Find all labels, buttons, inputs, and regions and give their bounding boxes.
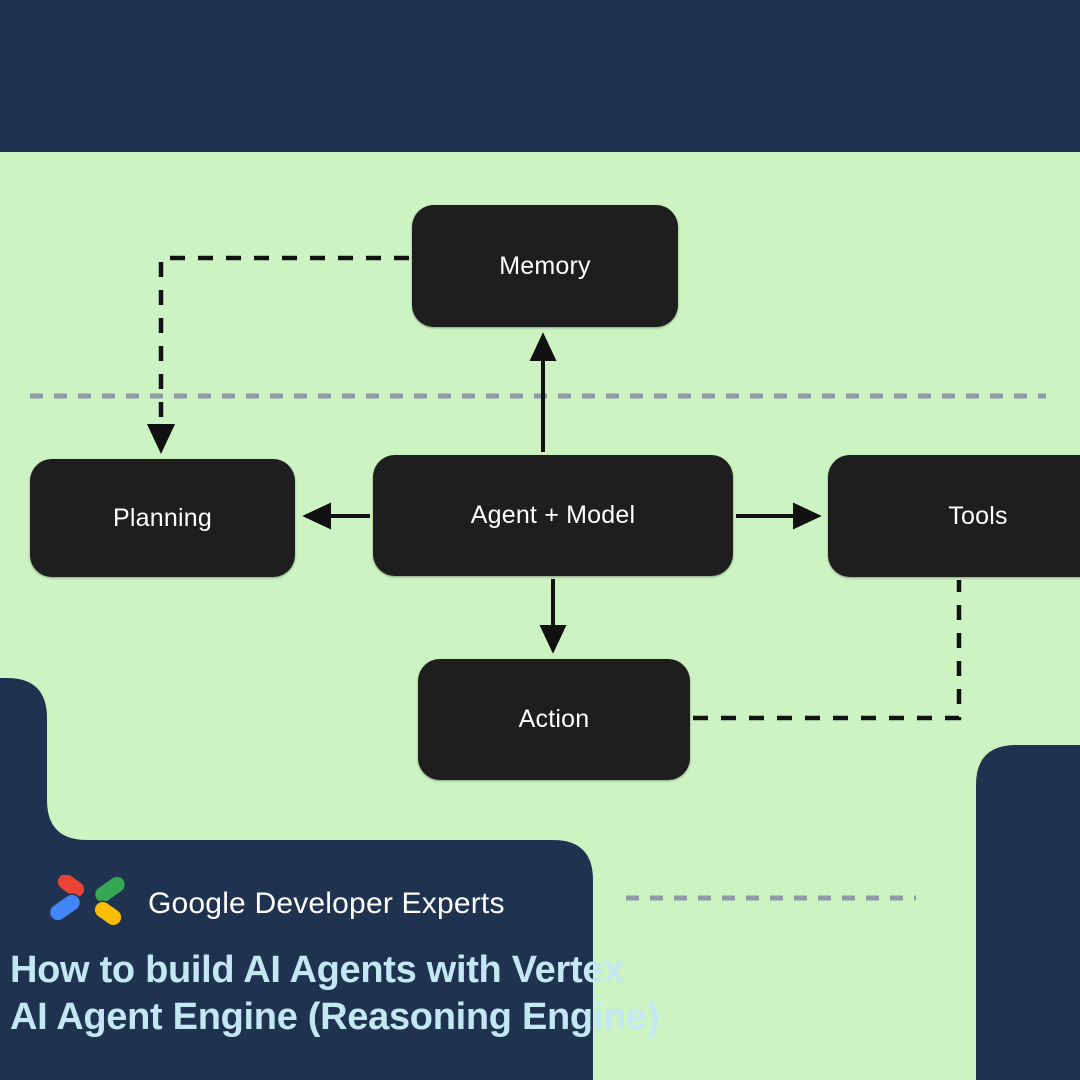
node-planning-label: Planning	[113, 503, 212, 532]
node-memory[interactable]: Memory	[412, 205, 678, 327]
gde-brand-label: Google Developer Experts	[148, 887, 505, 920]
node-action[interactable]: Action	[418, 659, 690, 780]
headline-line-1: How to build AI Agents with Vertex	[10, 949, 625, 991]
edge-action-to-tools	[693, 580, 962, 721]
headline-line-2: AI Agent Engine (Reasoning Engine)	[10, 995, 660, 1038]
node-agent-model-label: Agent + Model	[470, 501, 636, 529]
node-agent-model[interactable]: Agent + Model	[373, 455, 733, 576]
google-developer-experts-logo	[48, 875, 127, 927]
node-action-label: Action	[518, 705, 590, 733]
node-planning[interactable]: Planning	[30, 459, 295, 577]
edge-memory-to-planning	[146, 255, 409, 454]
node-tools[interactable]: Tools	[828, 455, 1080, 577]
headline: How to build AI Agents with Vertex AI Ag…	[10, 947, 670, 1040]
gde-brand-row: Google Developer Experts	[46, 875, 505, 933]
node-memory-label: Memory	[499, 251, 591, 280]
top-navy-band	[0, 0, 1080, 152]
node-tools-label: Tools	[948, 501, 1008, 530]
